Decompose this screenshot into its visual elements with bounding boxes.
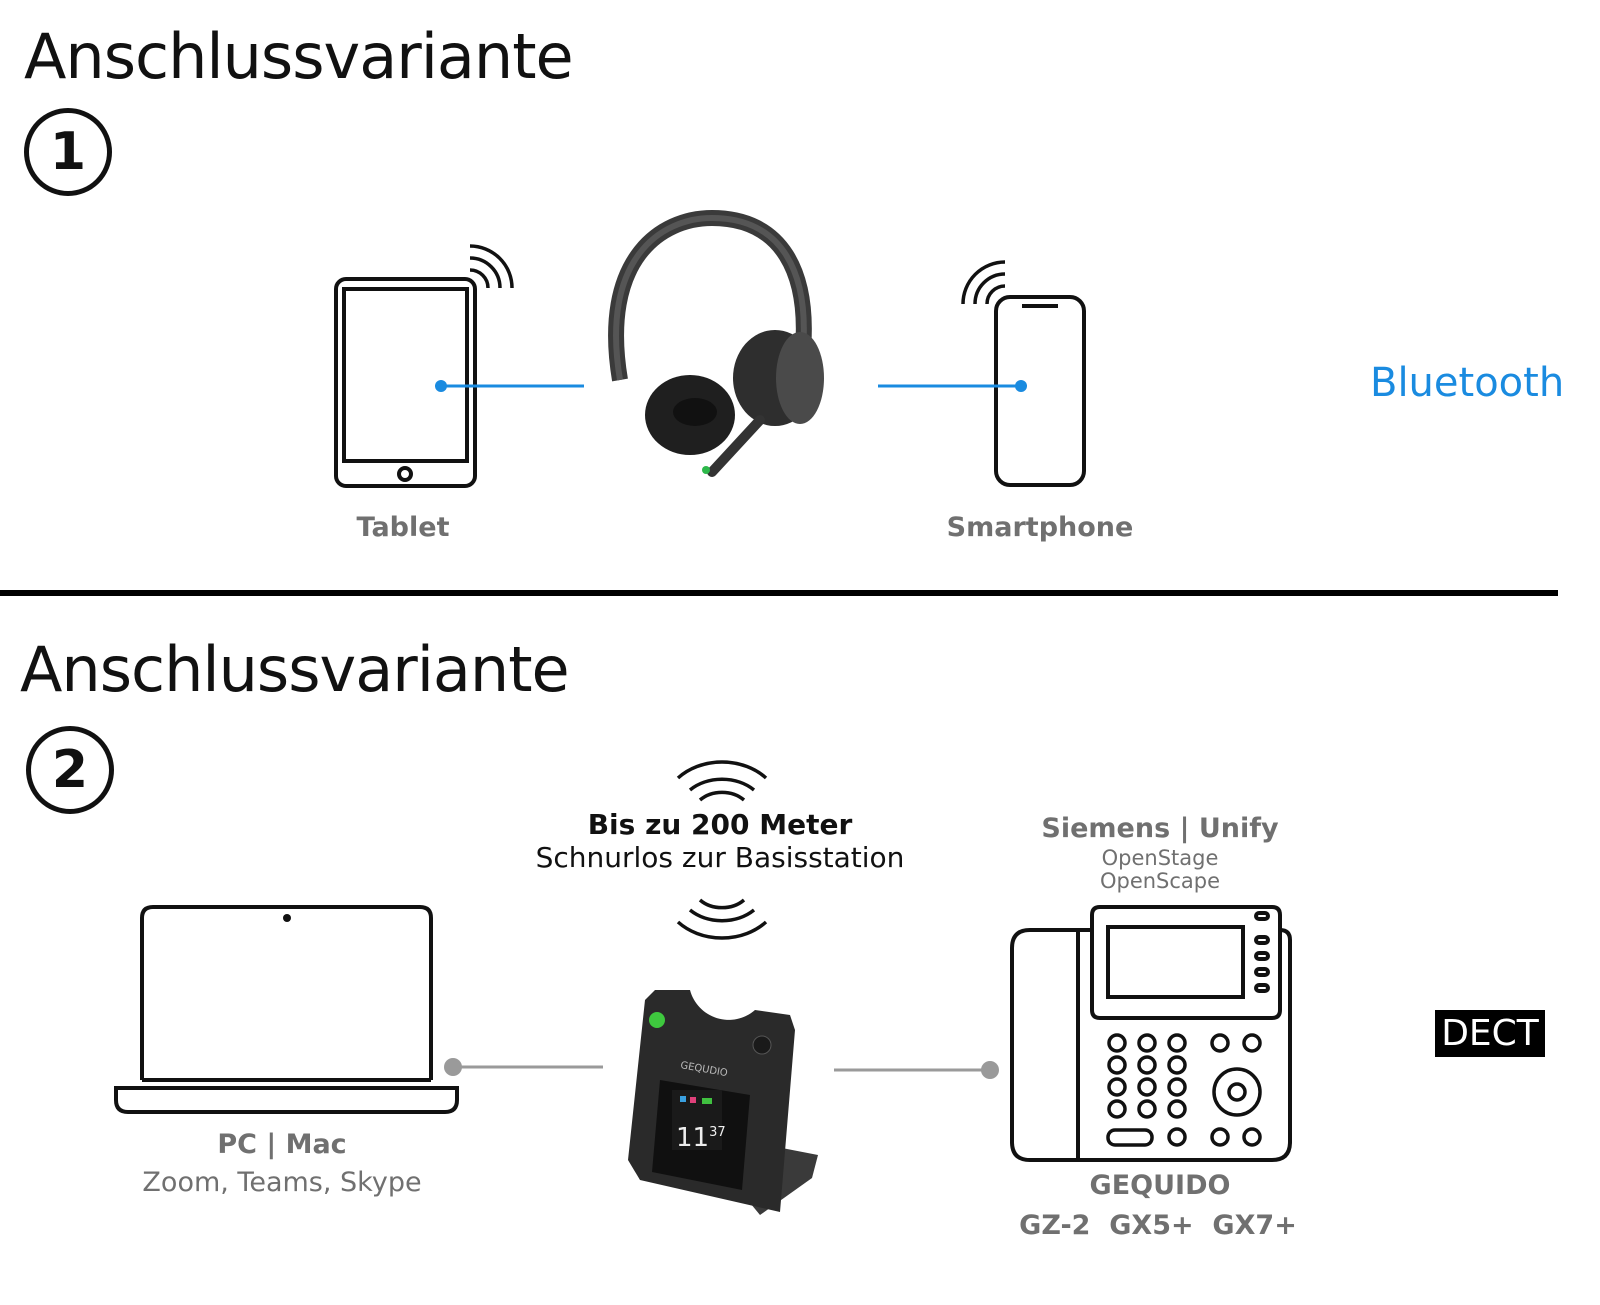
tablet-icon xyxy=(334,277,477,488)
section-1-title: Anschlussvariante xyxy=(24,20,574,93)
phone-brand: Siemens | Unify xyxy=(1041,813,1279,844)
base-station-image xyxy=(628,990,818,1215)
section-1-number: 1 xyxy=(24,108,112,196)
wifi-signal-icon xyxy=(961,260,1006,305)
phone-model-1: OpenStage xyxy=(1101,846,1219,870)
link-dot xyxy=(444,1058,462,1076)
smartphone-label: Smartphone xyxy=(946,512,1134,543)
pc-apps: Zoom, Teams, Skype xyxy=(142,1167,422,1198)
laptop-icon xyxy=(114,905,459,1114)
dect-badge: DECT xyxy=(1435,1010,1545,1057)
pc-label: PC | Mac xyxy=(217,1129,347,1160)
phone-brand-2: GEQUIDO xyxy=(1089,1170,1231,1201)
phone-model-2: OpenScape xyxy=(1099,869,1221,893)
range-title: Bis zu 200 Meter xyxy=(587,808,853,841)
wifi-signal-icon xyxy=(469,244,514,289)
headset-image xyxy=(608,209,824,477)
bluetooth-label: Bluetooth xyxy=(1370,360,1565,406)
wireless-waves-top-icon xyxy=(676,760,768,802)
link-dot xyxy=(435,380,447,392)
desk-phone-icon xyxy=(1010,905,1292,1162)
link-dot xyxy=(1015,380,1027,392)
section-2-title: Anschlussvariante xyxy=(20,633,570,706)
webcam-dot xyxy=(283,914,291,922)
tablet-label: Tablet xyxy=(356,512,450,543)
section-2-number: 2 xyxy=(26,726,114,814)
range-subtitle: Schnurlos zur Basisstation xyxy=(535,841,905,874)
link-dot xyxy=(981,1061,999,1079)
smartphone-icon xyxy=(994,295,1086,487)
wireless-waves-bottom-icon xyxy=(676,898,768,940)
phone-models-2: GZ-2 GX5+ GX7+ xyxy=(1019,1210,1297,1241)
